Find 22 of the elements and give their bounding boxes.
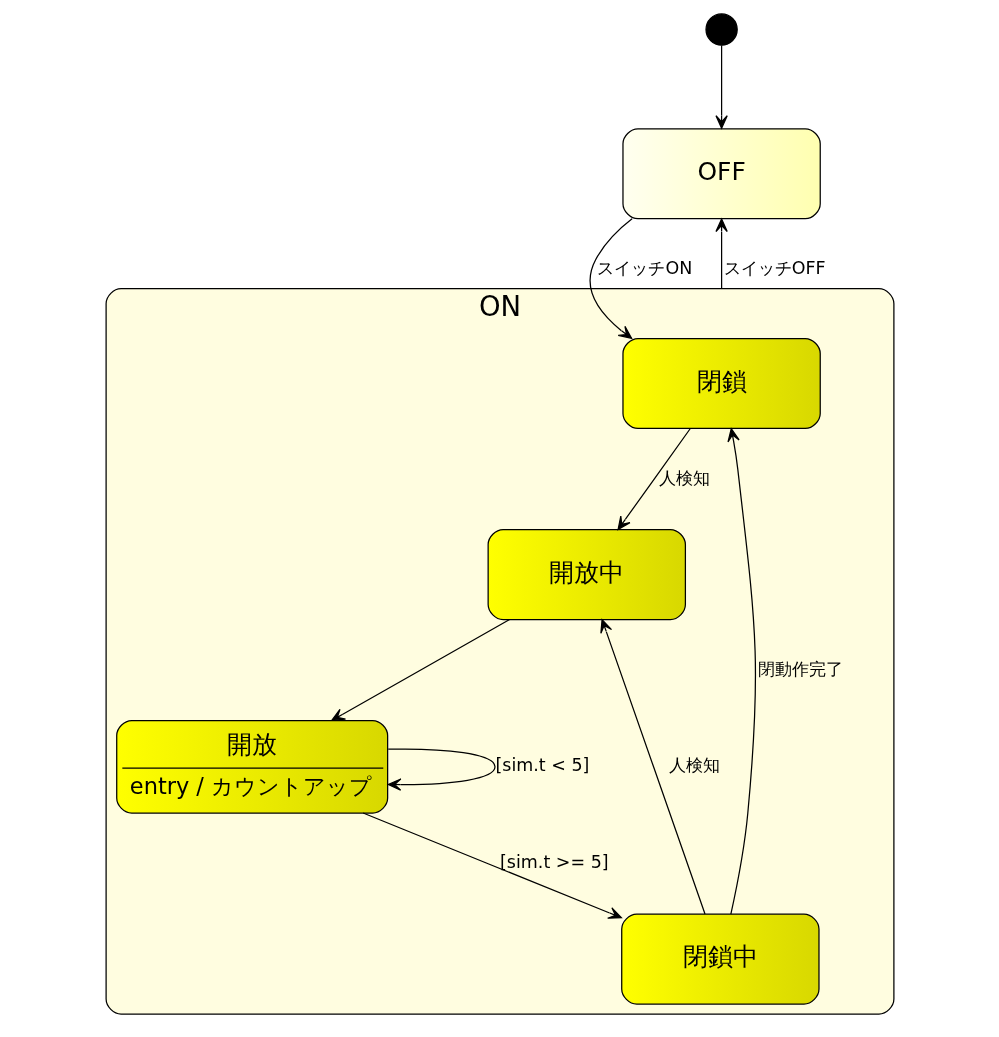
arrow bbox=[714, 44, 728, 129]
edge-label: 人検知 bbox=[668, 754, 720, 775]
node-circle bbox=[704, 12, 738, 46]
arrow bbox=[599, 618, 706, 915]
edge-label: スイッチOFF bbox=[723, 257, 826, 278]
arrow bbox=[617, 427, 691, 530]
node-box: 閉鎖中 bbox=[620, 913, 820, 1005]
arrow bbox=[330, 618, 510, 721]
edge-label: 人検知 bbox=[658, 467, 710, 488]
node-box: 閉鎖 bbox=[621, 337, 821, 429]
node-box: 開放中 bbox=[487, 528, 686, 620]
arrow bbox=[589, 217, 633, 339]
arrow bbox=[387, 747, 496, 791]
edge-label: スイッチON bbox=[596, 257, 692, 278]
node-box: OFF bbox=[621, 127, 821, 219]
arrow bbox=[726, 427, 756, 915]
edge-label: [sim.t >= 5] bbox=[499, 851, 609, 872]
arrow bbox=[714, 217, 728, 289]
node-box: 開放 entry / カウントアップ bbox=[115, 719, 388, 814]
arrow bbox=[362, 811, 622, 919]
edge-label: [sim.t < 5] bbox=[495, 754, 589, 775]
edge-label: 閉動作完了 bbox=[757, 658, 843, 679]
